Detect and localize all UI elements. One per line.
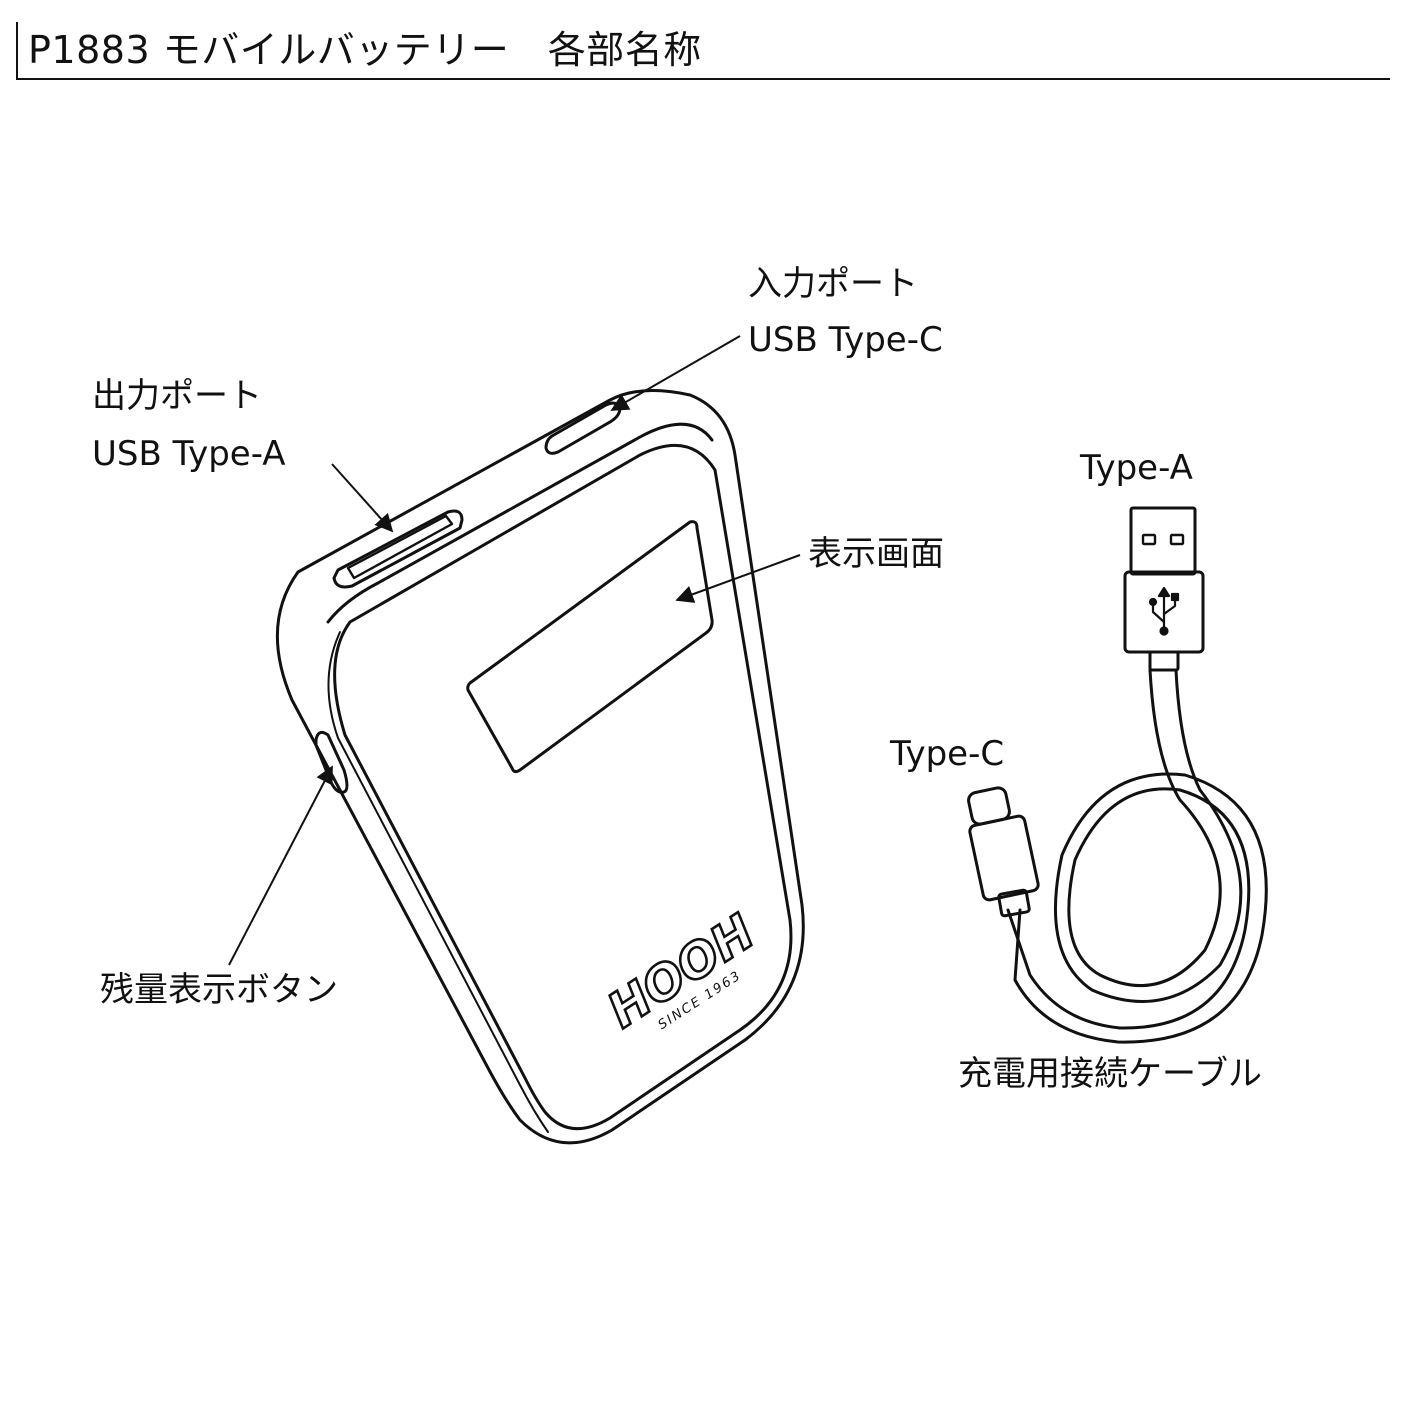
display-screen	[466, 520, 714, 774]
usb-symbol-icon	[1148, 586, 1180, 636]
leader-battery-button	[228, 765, 333, 966]
label-input-port-name: 入力ポート	[748, 264, 918, 304]
usb-a-plug-hole-left	[1141, 533, 1157, 546]
power-bank-front-inner-edge	[327, 631, 549, 1133]
power-bank-illustration	[275, 389, 805, 1145]
label-input-port-type: USB Type-C	[748, 320, 943, 360]
leader-lines	[228, 335, 801, 966]
power-bank-outer-body	[275, 389, 805, 1145]
output-port-usb-a-tongue	[346, 514, 454, 580]
usb-a-strain-relief	[1148, 650, 1180, 672]
usb-c-plug-housing	[968, 814, 1040, 902]
label-cable-type-a: Type-A	[1080, 448, 1193, 488]
charging-cable-illustration	[967, 506, 1268, 1044]
label-output-port-type: USB Type-A	[92, 434, 286, 474]
title-accent-bar	[16, 22, 18, 80]
leader-input-port	[610, 335, 741, 411]
usb-c-strain-relief	[997, 888, 1031, 918]
cable-wire-outer	[1006, 668, 1251, 1030]
battery-level-button	[314, 730, 349, 794]
hooh-logo: HOOH SINCE 1963	[597, 903, 766, 1041]
label-display-screen: 表示画面	[808, 534, 944, 574]
title-underline	[16, 78, 1390, 80]
leader-output-port	[331, 463, 394, 533]
power-bank-top-edge	[326, 422, 714, 624]
usb-a-plug-shell	[1129, 506, 1197, 576]
label-output-port-name: 出力ポート	[92, 376, 262, 416]
cable-wire-inner	[1013, 668, 1268, 1044]
page-title: P1883 モバイルバッテリー 各部名称	[28, 28, 702, 72]
leader-display-screen	[675, 554, 801, 603]
label-battery-level-button: 残量表示ボタン	[100, 970, 338, 1010]
power-bank-front-face	[333, 443, 793, 1131]
usb-c-plug-tip	[967, 786, 1011, 826]
usb-a-plug-hole-right	[1169, 533, 1185, 546]
label-charging-cable: 充電用接続ケーブル	[958, 1054, 1262, 1094]
label-cable-type-c: Type-C	[890, 734, 1005, 774]
output-port-usb-a	[332, 509, 464, 589]
